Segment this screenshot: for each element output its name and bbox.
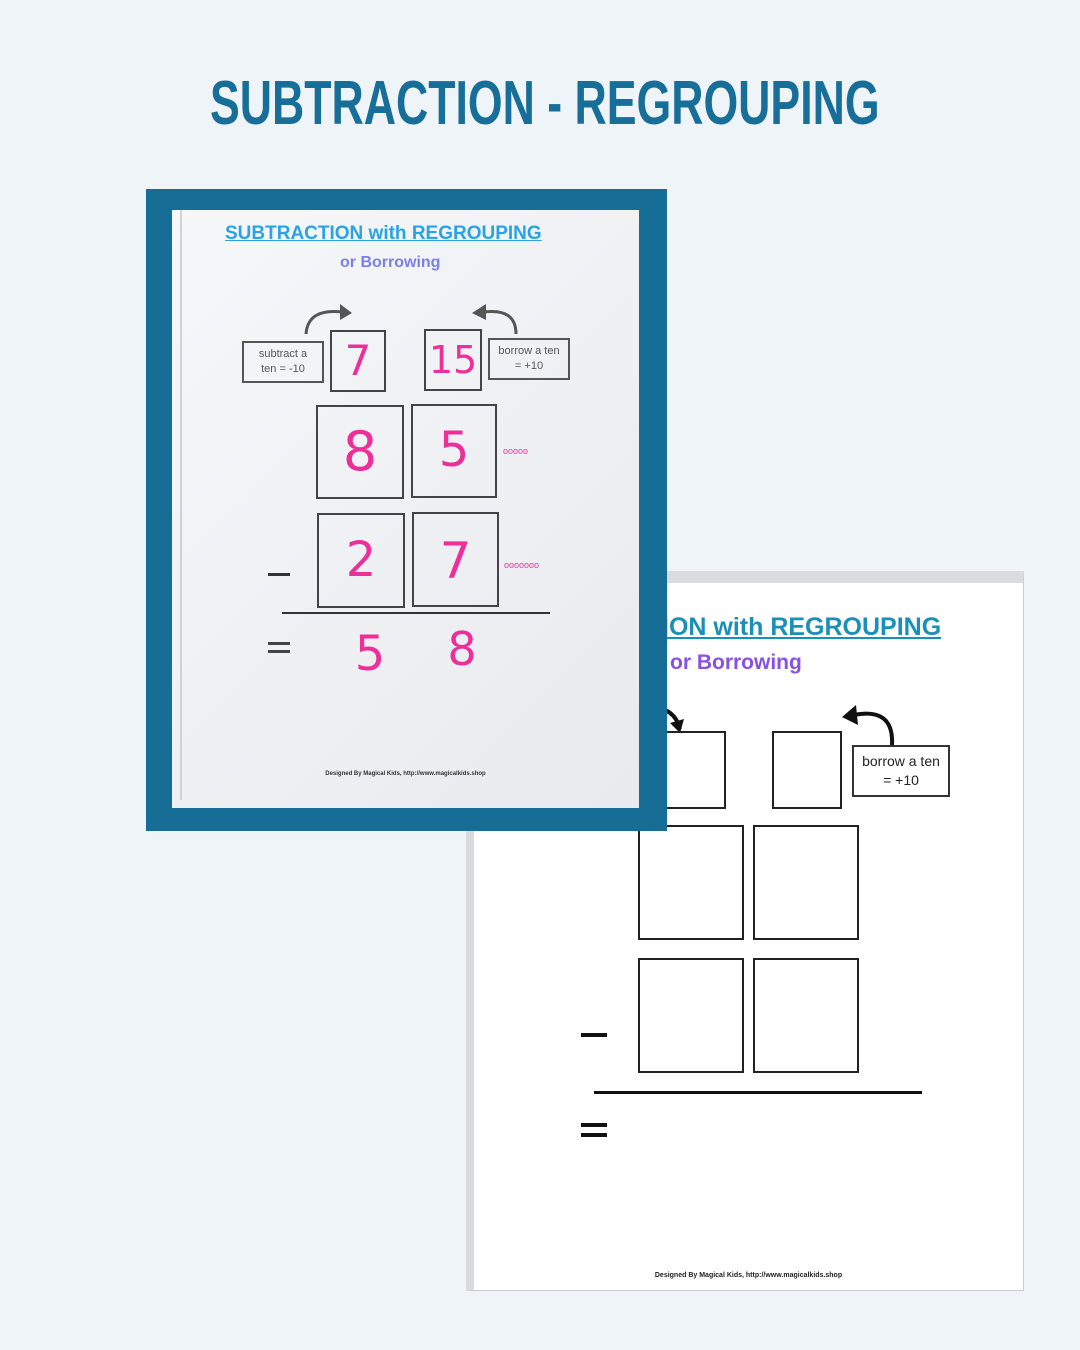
answer-line bbox=[282, 612, 550, 614]
equals-sign bbox=[268, 642, 290, 653]
subtract-ten-label: subtract a ten = -10 bbox=[242, 341, 324, 383]
blank-worksheet: ION with REGROUPING or Borrowing borrow … bbox=[466, 571, 1024, 1291]
regroup-ones-box bbox=[424, 329, 482, 391]
blank-sheet-footer: Designed By Magical Kids, http://www.mag… bbox=[654, 1272, 843, 1279]
top-ones-box[interactable] bbox=[753, 825, 859, 940]
bottom-ones-digit: 7 bbox=[439, 532, 472, 590]
bottom-ones-box bbox=[412, 512, 499, 607]
subtract-label-line-1: subtract a bbox=[258, 348, 308, 360]
borrow-label-line-1: borrow a ten bbox=[498, 345, 560, 357]
regroup-tens-box bbox=[330, 330, 386, 392]
borrow-label: borrow a ten = +10 bbox=[852, 745, 950, 797]
photo-sheet-title: SUBTRACTION with REGROUPING bbox=[225, 223, 542, 244]
regroup-ones-box[interactable] bbox=[772, 731, 842, 809]
top-ones-box bbox=[411, 404, 497, 498]
photo-sheet-footer: Designed By Magical Kids, http://www.mag… bbox=[325, 771, 486, 777]
curved-arrow-right-icon bbox=[842, 705, 895, 746]
subtract-label-line-2: ten = -10 bbox=[261, 363, 305, 375]
borrow-label-line-2: = +10 bbox=[883, 772, 919, 788]
completed-worksheet-photo: SUBTRACTION with REGROUPING or Borrowing… bbox=[172, 210, 639, 808]
top-tens-digit: 8 bbox=[342, 420, 378, 483]
borrow-label-line-1: borrow a ten bbox=[862, 753, 940, 769]
minus-sign bbox=[268, 573, 290, 576]
answer-line bbox=[594, 1091, 922, 1094]
top-tens-box[interactable] bbox=[638, 825, 744, 940]
bottom-tens-box bbox=[317, 513, 405, 608]
ones-counting-dots: ooooooo bbox=[504, 560, 540, 570]
bottom-ones-box[interactable] bbox=[753, 958, 859, 1073]
curved-arrow-left-icon bbox=[304, 304, 352, 335]
ones-counting-dots: ooooo bbox=[503, 446, 529, 456]
regroup-tens-box[interactable] bbox=[656, 731, 726, 809]
paper-edge bbox=[180, 210, 182, 800]
bottom-tens-box[interactable] bbox=[638, 958, 744, 1073]
regroup-ones-digit: 15 bbox=[428, 338, 478, 382]
blank-sheet-subtitle: or Borrowing bbox=[670, 651, 802, 674]
curved-arrow-right-icon bbox=[472, 304, 518, 335]
photo-sheet-subtitle: or Borrowing bbox=[340, 254, 441, 271]
result-ones-digit: 8 bbox=[447, 622, 477, 676]
regroup-tens-digit: 7 bbox=[344, 336, 372, 385]
minus-sign bbox=[581, 1033, 607, 1037]
photo-frame: SUBTRACTION with REGROUPING or Borrowing… bbox=[146, 189, 667, 831]
page-title: SUBTRACTION - REGROUPING bbox=[209, 69, 880, 138]
borrow-ten-label: borrow a ten = +10 bbox=[488, 338, 570, 380]
blank-sheet-title: ION with REGROUPING bbox=[662, 613, 942, 641]
top-ones-digit: 5 bbox=[438, 422, 470, 478]
borrow-label-line-2: = +10 bbox=[514, 360, 544, 372]
top-tens-box bbox=[316, 405, 404, 499]
bottom-tens-digit: 2 bbox=[345, 532, 377, 588]
equals-sign bbox=[581, 1123, 607, 1137]
result-tens-digit: 5 bbox=[354, 626, 386, 682]
